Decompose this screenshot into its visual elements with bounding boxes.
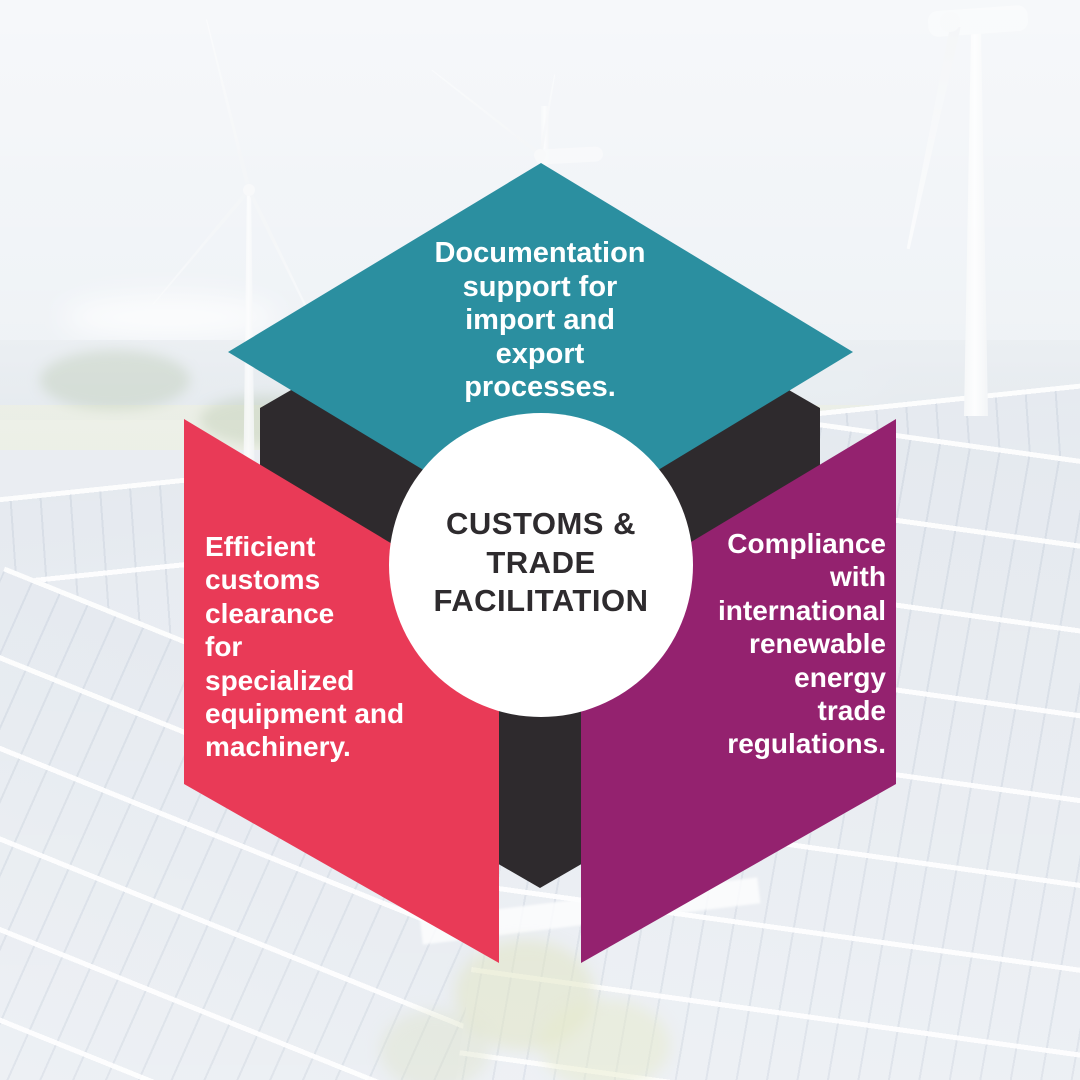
- text-line: Compliance: [727, 528, 886, 559]
- title-line: FACILITATION: [433, 583, 649, 618]
- left-segment-label: Efficient customs clearance for speciali…: [205, 530, 535, 764]
- text-line: customs: [205, 564, 321, 596]
- center-circle: [389, 413, 693, 717]
- text-line: Documentation: [434, 237, 646, 269]
- text-line: with: [830, 561, 886, 593]
- text-line: for: [205, 631, 243, 663]
- right-segment-label: Compliance with international renewable …: [526, 527, 886, 761]
- text-line: energy: [794, 661, 886, 693]
- text-line: international: [717, 594, 886, 626]
- text-line: import and: [465, 304, 615, 336]
- text-line: equipment and: [205, 698, 405, 730]
- page-title: CUSTOMS & TRADE FACILITATION: [389, 505, 693, 621]
- text-line: regulations.: [727, 728, 886, 760]
- top-segment-label: Documentation support for import and exp…: [0, 237, 1080, 405]
- text-line: clearance: [205, 597, 335, 629]
- text-line: export: [495, 337, 585, 370]
- title-line: TRADE: [486, 544, 596, 580]
- text-line: processes.: [464, 371, 616, 403]
- text-line: Efficient: [205, 531, 316, 562]
- title-line: CUSTOMS &: [446, 506, 636, 541]
- text-line: specialized: [205, 664, 355, 696]
- text-line: renewable: [749, 628, 886, 660]
- text-line: trade: [817, 695, 886, 727]
- text-line: support for: [462, 270, 618, 303]
- text-line: machinery.: [205, 731, 351, 763]
